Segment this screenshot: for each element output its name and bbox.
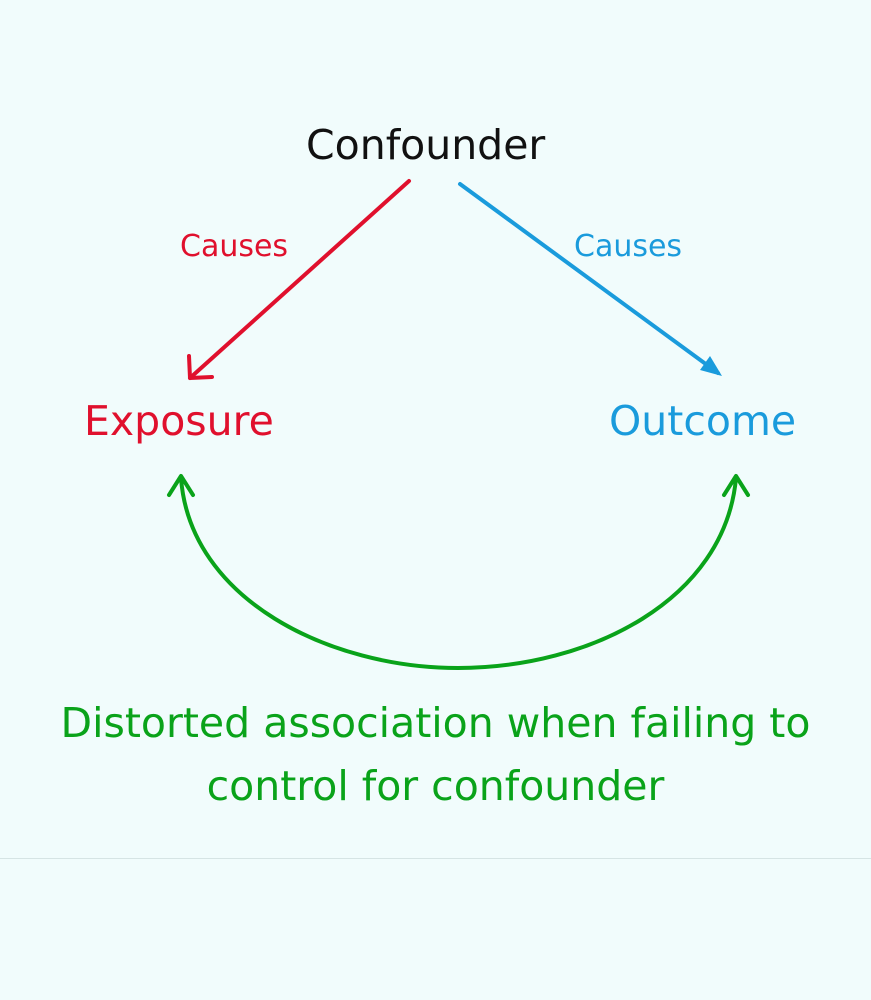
node-exposure: Exposure	[84, 397, 274, 445]
caption: Distorted association when failing to co…	[0, 692, 871, 818]
node-outcome: Outcome	[609, 397, 797, 445]
caption-line-2: control for confounder	[206, 762, 665, 810]
arrow-confounder-to-exposure	[187, 179, 411, 380]
arrow-confounder-to-outcome	[458, 182, 722, 376]
divider	[0, 858, 871, 859]
edge-label-confounder-outcome: Causes	[574, 229, 683, 264]
node-confounder: Confounder	[306, 121, 546, 169]
edge-label-confounder-exposure: Causes	[180, 229, 289, 264]
arrow-association	[167, 474, 750, 671]
caption-line-1: Distorted association when failing to	[60, 699, 811, 747]
